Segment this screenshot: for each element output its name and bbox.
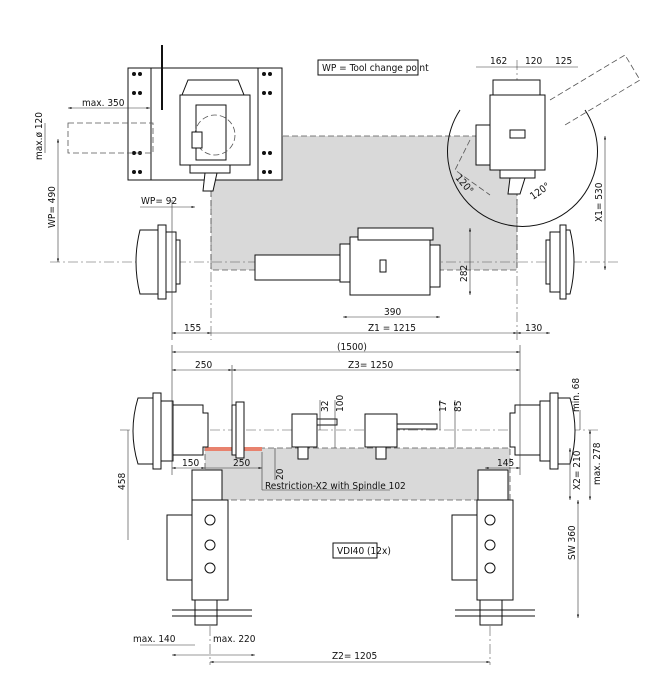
counter-spindle-right-side: [509, 392, 576, 470]
dim-max-140: max. 140: [133, 634, 176, 645]
dim-145: 145: [497, 458, 514, 469]
dim-155: 155: [184, 323, 201, 334]
dim-150: 150: [182, 458, 199, 469]
dim-z1: Z1 = 1215: [368, 323, 416, 334]
upper-turret-left: [127, 45, 283, 192]
dim-max-350: max. 350: [82, 98, 125, 109]
tool-holder-2: [364, 413, 438, 460]
dim-sw-360: SW 360: [567, 525, 578, 560]
top-dimension-lines: [44, 66, 607, 340]
dim-250-top: 250: [195, 360, 212, 371]
dim-120: 120: [525, 56, 542, 67]
legend-text: WP = Tool change point: [322, 63, 429, 74]
side-dimension-lines: [127, 345, 592, 664]
dim-max-dia-120: max.ø 120: [34, 112, 45, 160]
dim-458: 458: [117, 473, 128, 490]
dim-x2: X2= 210: [572, 450, 583, 490]
dim-125: 125: [555, 56, 572, 67]
dim-32: 32: [320, 401, 331, 412]
dim-390: 390: [384, 307, 401, 318]
dim-130: 130: [525, 323, 542, 334]
tool-holder-1: [291, 413, 338, 460]
dim-250-low: 250: [233, 458, 250, 469]
work-area-side: [204, 447, 511, 501]
counter-spindle-right-top: [545, 224, 575, 300]
main-spindle-left-side: [132, 392, 209, 470]
vdi-label-box: [332, 542, 378, 559]
dim-wp-92: WP= 92: [141, 196, 177, 207]
dim-162: 162: [490, 56, 507, 67]
dim-282: 282: [459, 265, 470, 282]
dim-max-278: max. 278: [592, 442, 603, 485]
dim-z2: Z2= 1205: [332, 651, 377, 662]
angle-120-b: 120°: [528, 181, 552, 202]
lower-turret-right: [451, 469, 535, 626]
dim-20: 20: [275, 468, 286, 480]
dim-100: 100: [335, 395, 346, 412]
main-spindle-left-top: [135, 224, 181, 300]
vdi-label: VDI40 (12x): [337, 546, 391, 557]
max-tool-envelope: [67, 122, 154, 154]
dim-z3: Z3= 1250: [348, 360, 393, 371]
dim-85: 85: [453, 401, 464, 412]
lower-turret-left: [166, 469, 252, 626]
upper-turret-right: [447, 54, 641, 227]
dim-max-220: max. 220: [213, 634, 256, 645]
dim-wp-490: WP= 490: [47, 186, 58, 228]
dim-min-68: min. 68: [571, 378, 582, 412]
dim-17: 17: [438, 401, 449, 412]
dim-1500: (1500): [337, 342, 367, 353]
dim-x1: X1= 530: [594, 182, 605, 222]
chuck-part: [231, 401, 245, 459]
legend-box: [317, 59, 419, 76]
restriction-note: Restriction-X2 with Spindle 102: [265, 481, 406, 492]
spindle-102-top: [254, 227, 441, 296]
